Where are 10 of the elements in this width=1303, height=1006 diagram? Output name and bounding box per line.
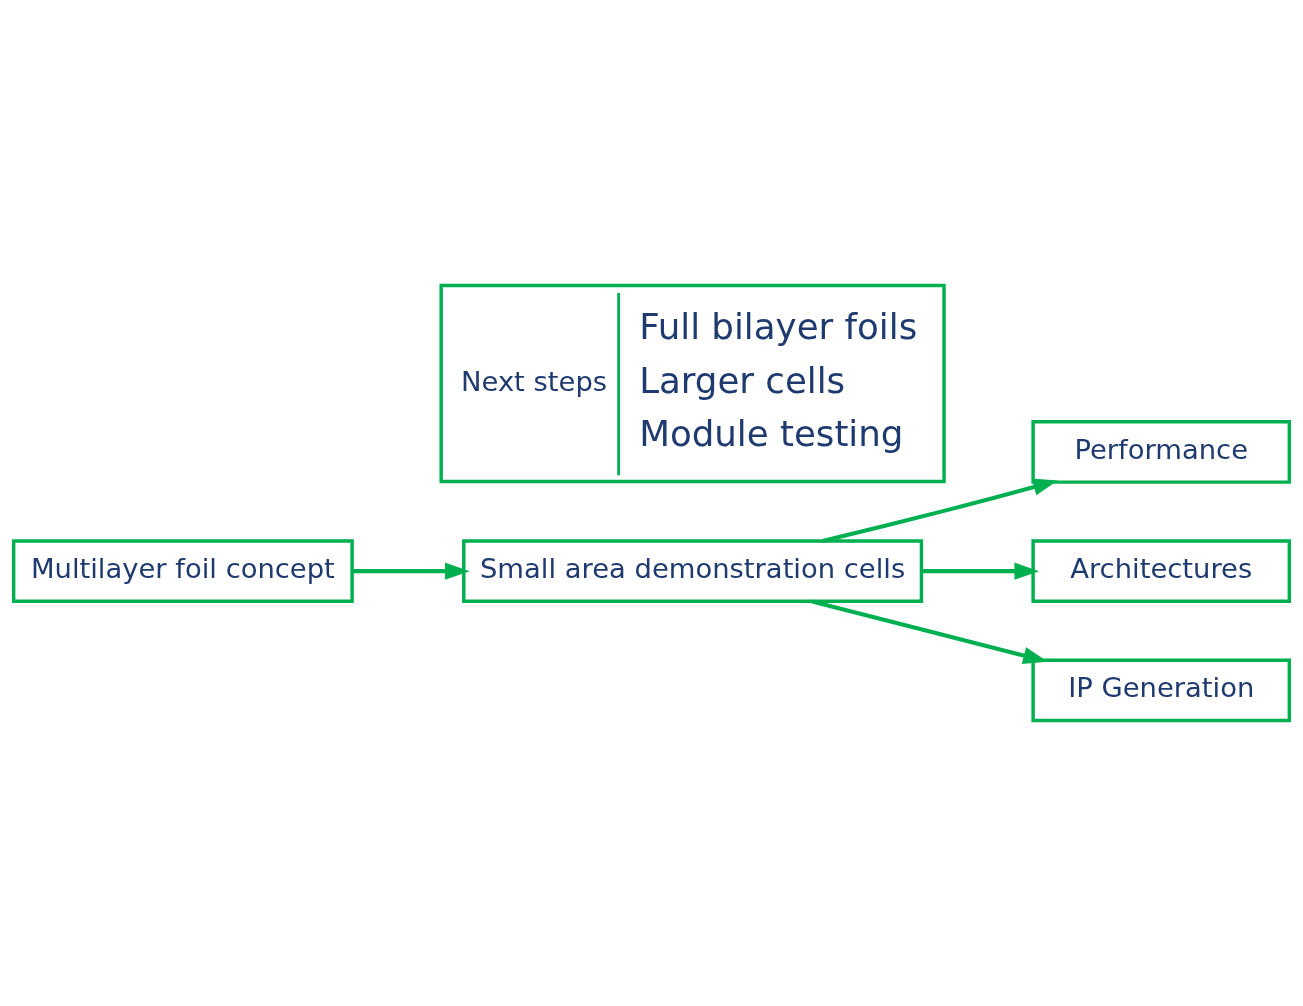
node-box: IP Generation <box>1031 658 1292 723</box>
node-box: Small area demonstration cells <box>462 539 924 604</box>
arrow <box>811 599 1048 664</box>
arrow <box>921 562 1040 580</box>
arrow <box>822 478 1058 543</box>
node-box: Performance <box>1031 420 1292 484</box>
node-box: Next steps Full bilayer foils Larger cells Module testing <box>439 283 946 484</box>
arrow <box>352 562 470 580</box>
node-box: Multilayer foil concept <box>11 539 354 604</box>
node-box: Architectures <box>1031 539 1292 604</box>
